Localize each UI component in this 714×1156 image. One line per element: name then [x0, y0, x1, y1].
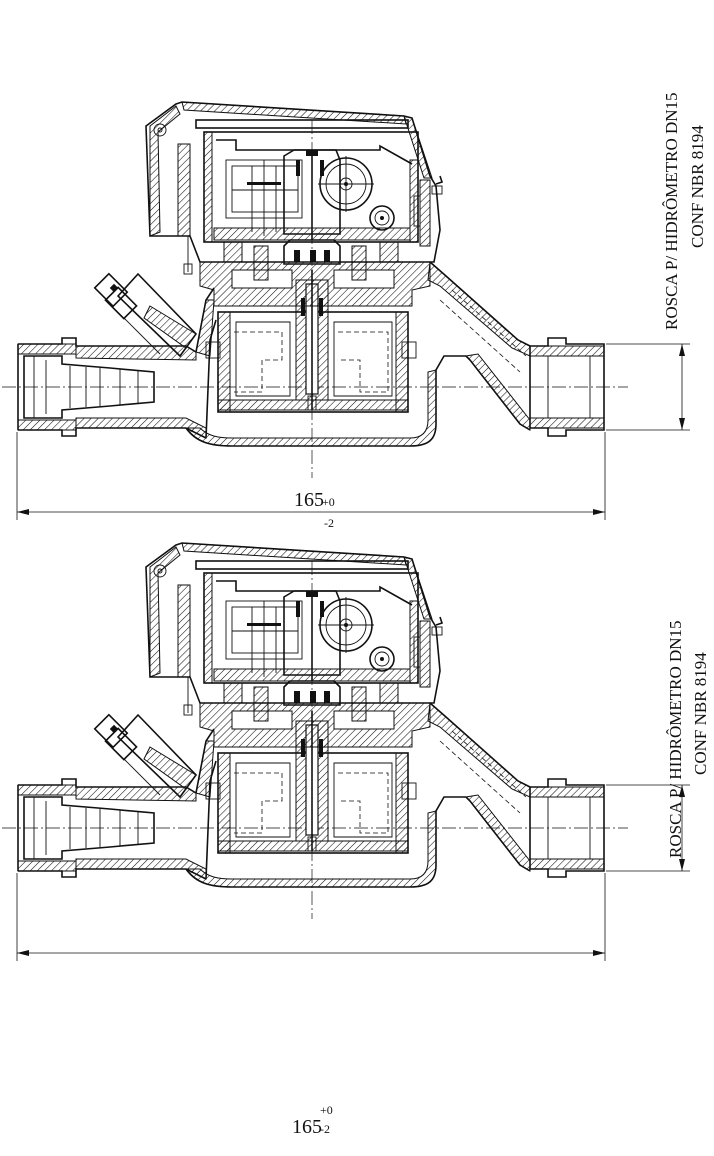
bottom-thread-label-line1: ROSCA P/ HIDRÔMETRO DN15	[666, 620, 685, 858]
bottom-thread-label-line2: CONF NBR 8194	[691, 652, 710, 775]
meter-section-top: 165 +0 -2 ROSCA P/ HIDRÔMETRO DN15 CONF …	[1, 92, 707, 530]
bottom-dimension-value: 165	[292, 1116, 322, 1138]
meter-drawing-bottom	[1, 542, 691, 962]
top-tolerance-lower: -2	[324, 516, 334, 530]
top-dimension-value: 165	[294, 489, 324, 511]
top-tolerance-upper: +0	[322, 495, 335, 509]
top-thread-label-line1: ROSCA P/ HIDRÔMETRO DN15	[662, 92, 681, 330]
bottom-tolerance-lower: -2	[320, 1122, 330, 1136]
meter-section-bottom: 165 +0 -2 ROSCA P/ HIDRÔMETRO DN15 CONF …	[1, 542, 710, 1138]
bottom-tolerance-upper: +0	[320, 1103, 333, 1117]
top-thread-label-line2: CONF NBR 8194	[688, 125, 707, 248]
meter-drawing-top	[1, 101, 691, 521]
